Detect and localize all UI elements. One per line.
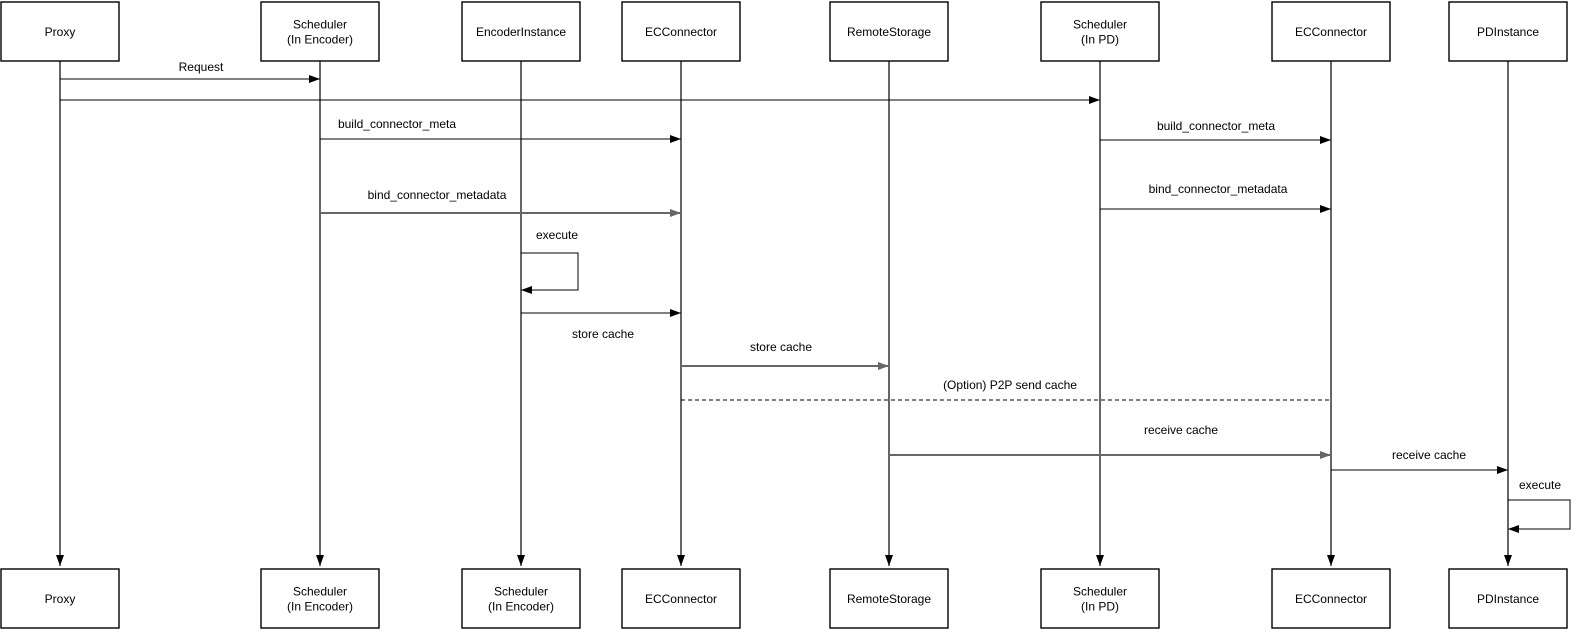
actor-label-bottom-ec-connector-pd: ECConnector [1295, 592, 1367, 606]
actor-label-bottom-scheduler-pd: Scheduler(In PD) [1073, 585, 1127, 614]
actor-label-top-ec-connector-pd: ECConnector [1295, 25, 1367, 39]
actor-box-top-pd-instance [1448, 1, 1568, 62]
actor-top-proxy: Proxy [0, 1, 120, 62]
actor-bottom-proxy: Proxy [0, 568, 120, 629]
message-label-receive-cache-to-pdinstance: receive cache [1392, 448, 1466, 462]
actor-box-bottom-ec-connector-encoder [621, 568, 741, 629]
message-label-build-connector-meta-encoder: build_connector_meta [338, 117, 456, 131]
message-label-request: Request [179, 60, 224, 74]
actor-box-bottom-proxy [0, 568, 120, 629]
actor-box-bottom-ec-connector-pd [1271, 568, 1391, 629]
actor-label-top-remote-storage: RemoteStorage [847, 25, 931, 39]
actor-label-bottom-remote-storage: RemoteStorage [847, 592, 931, 606]
actor-label-bottom-ec-connector-encoder: ECConnector [645, 592, 717, 606]
actor-box-top-scheduler-encoder [260, 1, 380, 62]
actor-box-bottom-scheduler-pd [1040, 568, 1160, 629]
actor-box-bottom-pd-instance [1448, 568, 1568, 629]
actor-bottom-encoder-instance: Scheduler(In Encoder) [461, 568, 581, 629]
actor-top-pd-instance: PDInstance [1448, 1, 1568, 62]
message-label-receive-cache-to-ecconnector: receive cache [1144, 423, 1218, 437]
message-label-build-connector-meta-pd: build_connector_meta [1157, 119, 1275, 133]
actor-label-bottom-scheduler-encoder: Scheduler(In Encoder) [287, 585, 353, 614]
message-label-execute-encoder: execute [536, 228, 578, 242]
actor-label-top-scheduler-pd: Scheduler(In PD) [1073, 18, 1127, 47]
actor-top-ec-connector-pd: ECConnector [1271, 1, 1391, 62]
actor-label-top-scheduler-encoder: Scheduler(In Encoder) [287, 18, 353, 47]
actor-box-bottom-remote-storage [829, 568, 949, 629]
message-label-bind-connector-metadata-encoder: bind_connector_metadata [368, 188, 507, 202]
actor-label-top-encoder-instance: EncoderInstance [476, 25, 566, 39]
actor-label-bottom-encoder-instance: Scheduler(In Encoder) [488, 585, 554, 614]
actor-box-bottom-encoder-instance [461, 568, 581, 629]
actor-bottom-scheduler-encoder: Scheduler(In Encoder) [260, 568, 380, 629]
actor-box-top-encoder-instance [461, 1, 581, 62]
actor-top-scheduler-encoder: Scheduler(In Encoder) [260, 1, 380, 62]
actor-bottom-pd-instance: PDInstance [1448, 568, 1568, 629]
actor-bottom-remote-storage: RemoteStorage [829, 568, 949, 629]
actor-top-ec-connector-encoder: ECConnector [621, 1, 741, 62]
actor-box-top-ec-connector-encoder [621, 1, 741, 62]
actor-top-remote-storage: RemoteStorage [829, 1, 949, 62]
actor-label-bottom-pd-instance: PDInstance [1477, 592, 1539, 606]
actor-label-bottom-proxy: Proxy [45, 592, 76, 606]
message-selfloop-execute-pd [1508, 499, 1571, 533]
actor-label-top-ec-connector-encoder: ECConnector [645, 25, 717, 39]
actor-box-bottom-scheduler-encoder [260, 568, 380, 629]
actor-bottom-ec-connector-encoder: ECConnector [621, 568, 741, 629]
message-label-store-cache-to-remotestorage: store cache [750, 340, 812, 354]
actor-box-top-ec-connector-pd [1271, 1, 1391, 62]
message-label-bind-connector-metadata-pd: bind_connector_metadata [1149, 182, 1288, 196]
actor-bottom-scheduler-pd: Scheduler(In PD) [1040, 568, 1160, 629]
actor-top-encoder-instance: EncoderInstance [461, 1, 581, 62]
actor-top-scheduler-pd: Scheduler(In PD) [1040, 1, 1160, 62]
actor-label-top-pd-instance: PDInstance [1477, 25, 1539, 39]
actor-label-top-proxy: Proxy [45, 25, 76, 39]
actor-box-top-remote-storage [829, 1, 949, 62]
actor-box-top-proxy [0, 1, 120, 62]
actor-box-top-scheduler-pd [1040, 1, 1160, 62]
message-label-store-cache-to-ecconnector: store cache [572, 327, 634, 341]
message-label-execute-pd: execute [1519, 478, 1561, 492]
message-selfloop-execute-encoder [521, 252, 579, 294]
message-label-p2p-send-cache: (Option) P2P send cache [943, 378, 1077, 392]
actor-bottom-ec-connector-pd: ECConnector [1271, 568, 1391, 629]
